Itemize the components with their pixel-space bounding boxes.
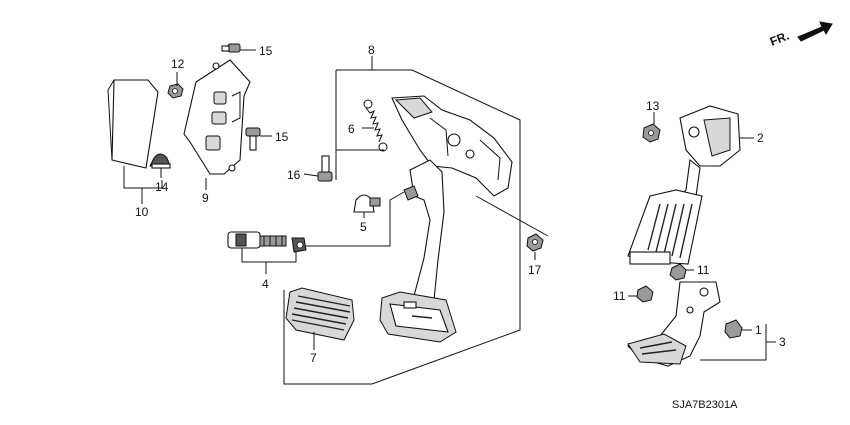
part-5-stopper: [353, 194, 381, 213]
part-14-clip: [149, 153, 171, 169]
part-12-nut: [167, 83, 184, 99]
callout-17: 17: [528, 263, 542, 277]
callout-9: 9: [202, 191, 209, 205]
callouts: 8 12 15 15 9 10 14 6 16 5 4 7 17 13 2 11…: [135, 43, 786, 365]
callout-7: 7: [310, 351, 317, 365]
front-direction-indicator: FR.: [768, 21, 833, 49]
callout-15-top: 15: [259, 44, 273, 58]
callout-10: 10: [135, 205, 149, 219]
callout-5: 5: [360, 220, 367, 234]
part-16-bolt: [317, 155, 333, 182]
callout-11-lower: 11: [613, 289, 626, 303]
front-arrow-icon: [797, 21, 833, 42]
part-8-brake-pedal-assembly: [379, 95, 513, 343]
callout-3: 3: [779, 335, 786, 349]
part-2-accelerator-pedal: [627, 105, 741, 265]
part-17-nut: [526, 233, 544, 252]
part-13-nut: [642, 123, 661, 143]
part-15-bolt-top: [221, 43, 241, 53]
callout-15-middle: 15: [275, 130, 289, 144]
part-4-stop-switch: [227, 231, 307, 253]
part-11-nut-lower: [636, 285, 654, 303]
part-7-brake-pedal-pad: [285, 287, 355, 341]
callout-14: 14: [155, 180, 169, 194]
callout-12: 12: [171, 57, 185, 71]
part-9-bracket: [183, 59, 251, 175]
callout-6: 6: [348, 122, 355, 136]
part-6-return-spring: [363, 99, 388, 152]
callout-1: 1: [755, 323, 762, 337]
callout-11-upper: 11: [697, 263, 710, 277]
callout-16: 16: [287, 168, 301, 182]
callout-4: 4: [262, 277, 269, 291]
part-15-bolt-middle: [245, 127, 261, 151]
part-3-pedal-bracket: [626, 281, 721, 367]
front-label: FR.: [768, 29, 791, 49]
callout-13: 13: [646, 99, 660, 113]
part-1-collar: [724, 319, 743, 339]
leader-lines: [123, 49, 776, 385]
callout-2: 2: [757, 131, 764, 145]
part-10-pedal-pad-cover: [107, 79, 159, 169]
part-11-nut-upper: [669, 263, 687, 281]
diagram-code: SJA7B2301A: [672, 399, 738, 411]
callout-8: 8: [368, 43, 375, 57]
